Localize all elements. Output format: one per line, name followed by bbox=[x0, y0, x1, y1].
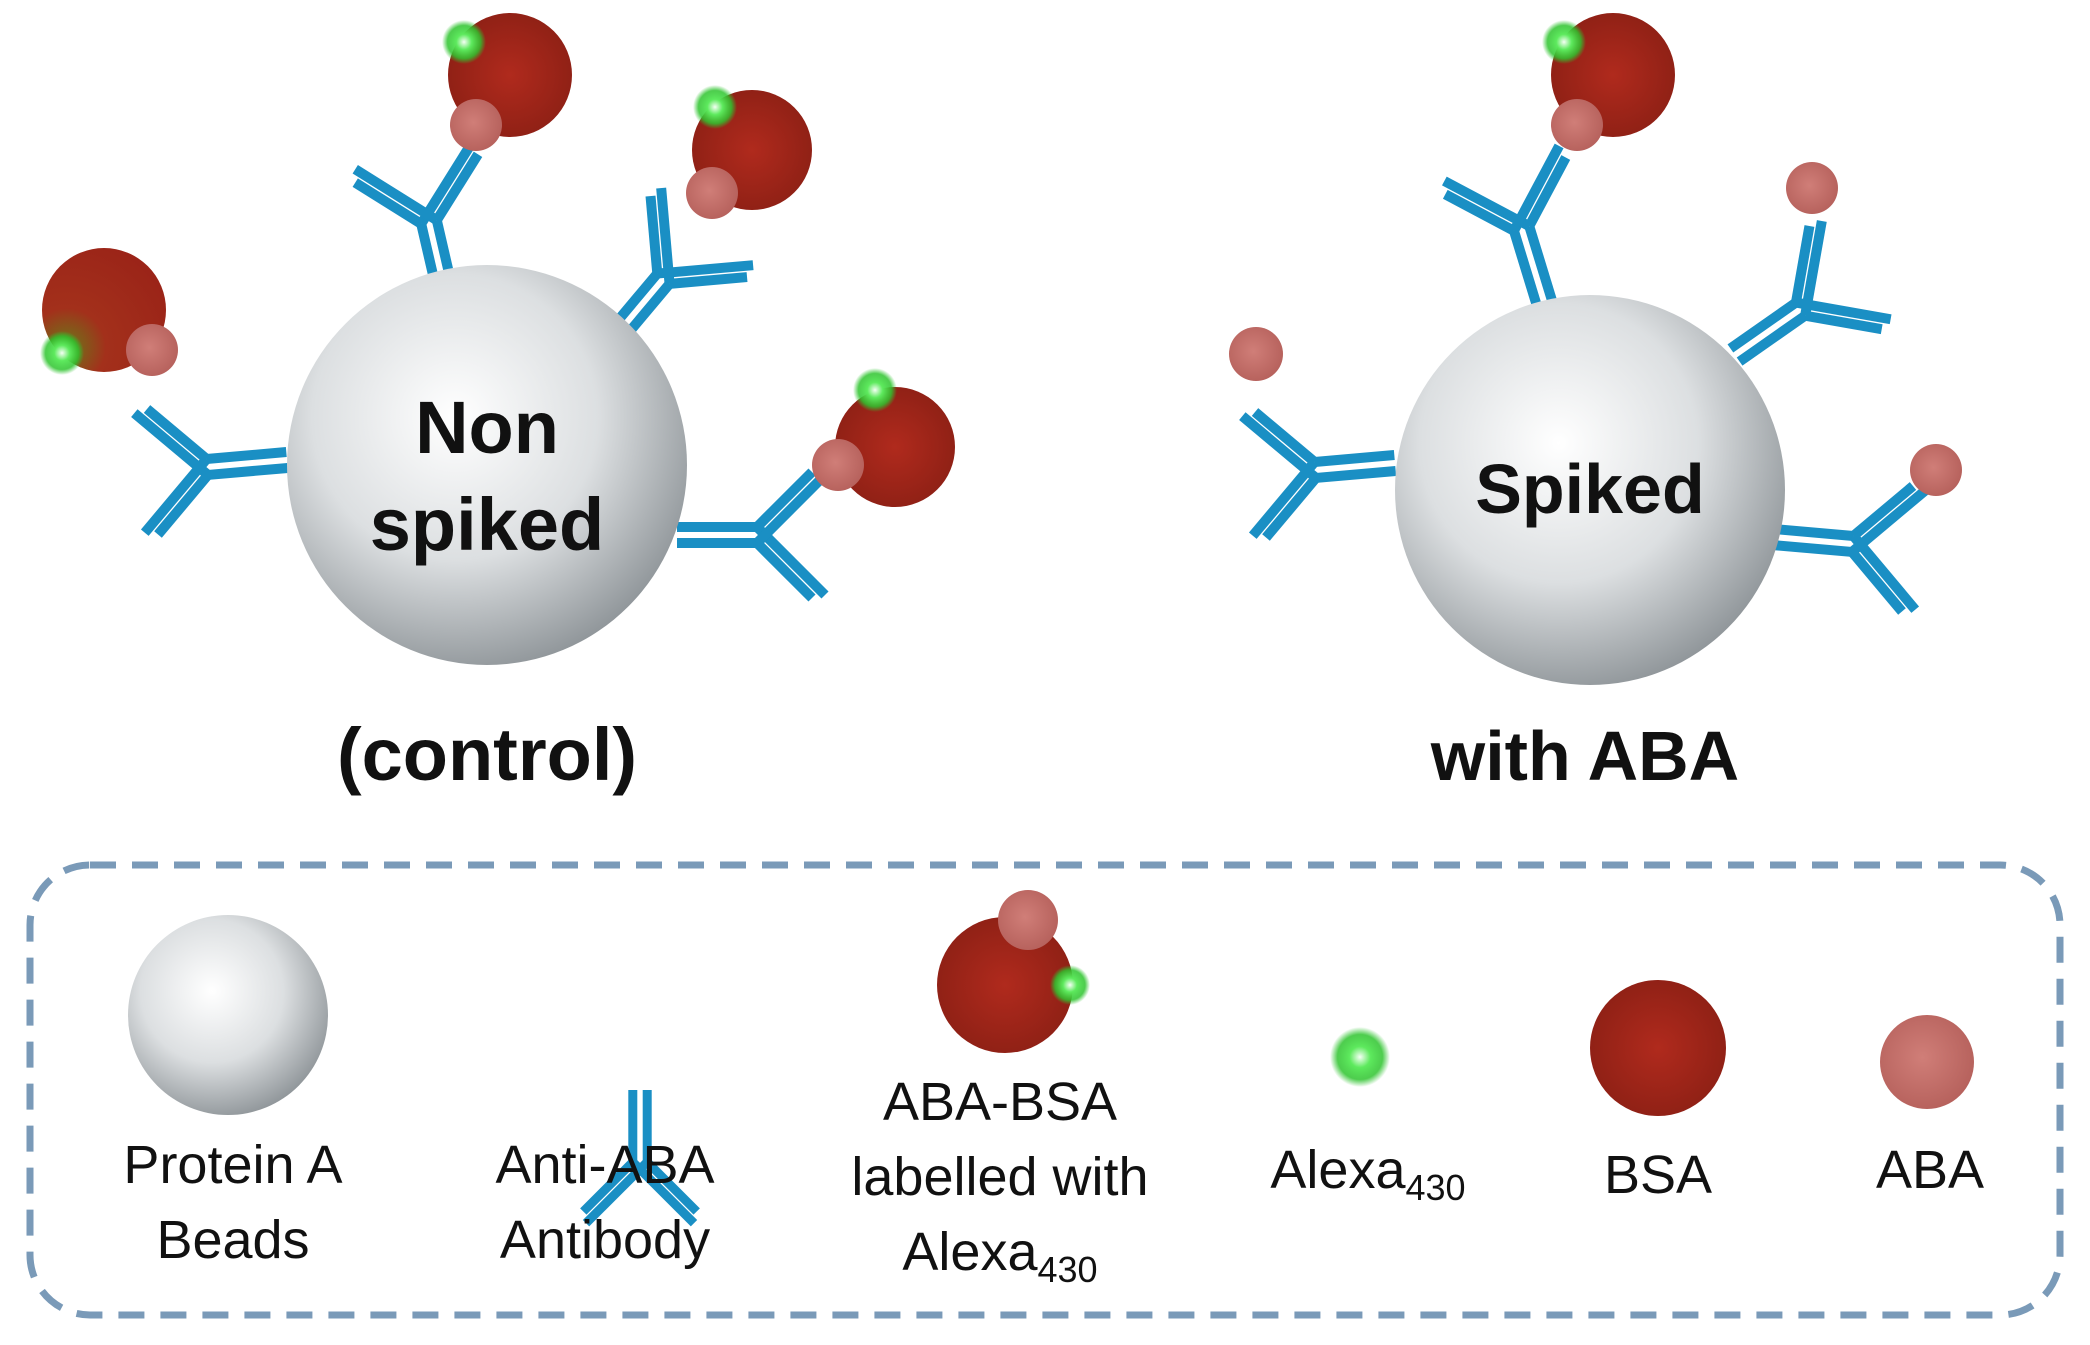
legend-label-line3: Alexa430 bbox=[902, 1222, 1097, 1290]
bsa-sphere bbox=[835, 387, 955, 507]
protein-a-bead bbox=[287, 265, 687, 665]
legend: Protein A Beads Anti-ABA Antibody ABA-BS… bbox=[26, 861, 2064, 1319]
bsa-sphere bbox=[1590, 980, 1726, 1116]
legend-item-aba-bsa: ABA-BSA labelled with Alexa430 bbox=[851, 890, 1149, 1290]
panel-caption: (control) bbox=[337, 713, 637, 796]
alexa-subscript: 430 bbox=[1038, 1249, 1098, 1290]
bead-icon bbox=[128, 915, 328, 1115]
aba-bsa-conjugate bbox=[442, 13, 572, 151]
bsa-sphere bbox=[937, 917, 1073, 1053]
aba-sphere bbox=[1229, 327, 1283, 381]
legend-label: Alexa430 bbox=[1270, 1140, 1465, 1208]
alexa-dot bbox=[1542, 20, 1586, 64]
alexa-text: Alexa bbox=[1270, 1140, 1406, 1200]
legend-label: ABA bbox=[1876, 1140, 1984, 1200]
aba-sphere bbox=[1910, 444, 1962, 496]
antibody bbox=[134, 397, 292, 535]
control-panel: Non spiked (control) bbox=[40, 13, 955, 796]
protein-a-bead bbox=[1395, 295, 1785, 685]
alexa-dot bbox=[693, 85, 737, 129]
alexa-dot bbox=[853, 368, 897, 412]
antibody bbox=[1768, 474, 1926, 612]
aba-sphere bbox=[998, 890, 1058, 950]
alexa-dot bbox=[40, 331, 84, 375]
bead-label-line2: spiked bbox=[370, 483, 604, 566]
legend-item-alexa: Alexa430 bbox=[1270, 1027, 1466, 1208]
legend-label-line1: Anti-ABA bbox=[495, 1135, 714, 1195]
panel-caption: with ABA bbox=[1430, 717, 1739, 795]
spiked-panel: Spiked with ABA bbox=[1229, 13, 1962, 795]
legend-label-line1: ABA-BSA bbox=[883, 1072, 1117, 1132]
aba-sphere bbox=[1551, 99, 1603, 151]
alexa-dot bbox=[1050, 965, 1090, 1005]
legend-label-line2: Beads bbox=[156, 1210, 309, 1270]
legend-item-bsa: BSA bbox=[1590, 980, 1726, 1205]
aba-bsa-conjugate bbox=[686, 85, 812, 219]
aba-bsa-conjugate bbox=[1542, 13, 1675, 151]
legend-item-protein-a-beads: Protein A Beads bbox=[123, 915, 343, 1270]
aba-bsa-conjugate bbox=[812, 368, 955, 507]
aba-sphere bbox=[126, 324, 178, 376]
legend-label-line2: labelled with bbox=[851, 1147, 1148, 1207]
antibody bbox=[677, 472, 825, 598]
aba-sphere bbox=[1786, 162, 1838, 214]
antibody bbox=[1242, 400, 1400, 538]
alexa-dot bbox=[442, 20, 486, 64]
aba-sphere bbox=[812, 439, 864, 491]
aba-bsa-conjugate bbox=[40, 248, 178, 376]
legend-label-line1: Protein A bbox=[123, 1135, 342, 1195]
alexa-text: Alexa bbox=[902, 1222, 1038, 1282]
legend-label: BSA bbox=[1604, 1145, 1712, 1205]
legend-label-line2: Antibody bbox=[500, 1210, 710, 1270]
legend-item-aba: ABA bbox=[1876, 1015, 1984, 1200]
bead-label-line1: Non bbox=[415, 386, 559, 469]
aba-sphere bbox=[450, 99, 502, 151]
aba-sphere bbox=[686, 167, 738, 219]
legend-border bbox=[26, 861, 2064, 1319]
legend-item-anti-aba-antibody: Anti-ABA Antibody bbox=[495, 1090, 715, 1270]
alexa-dot bbox=[1330, 1027, 1390, 1087]
aba-sphere bbox=[1880, 1015, 1974, 1109]
bead-label: Spiked bbox=[1475, 450, 1705, 528]
alexa-subscript: 430 bbox=[1406, 1167, 1466, 1208]
